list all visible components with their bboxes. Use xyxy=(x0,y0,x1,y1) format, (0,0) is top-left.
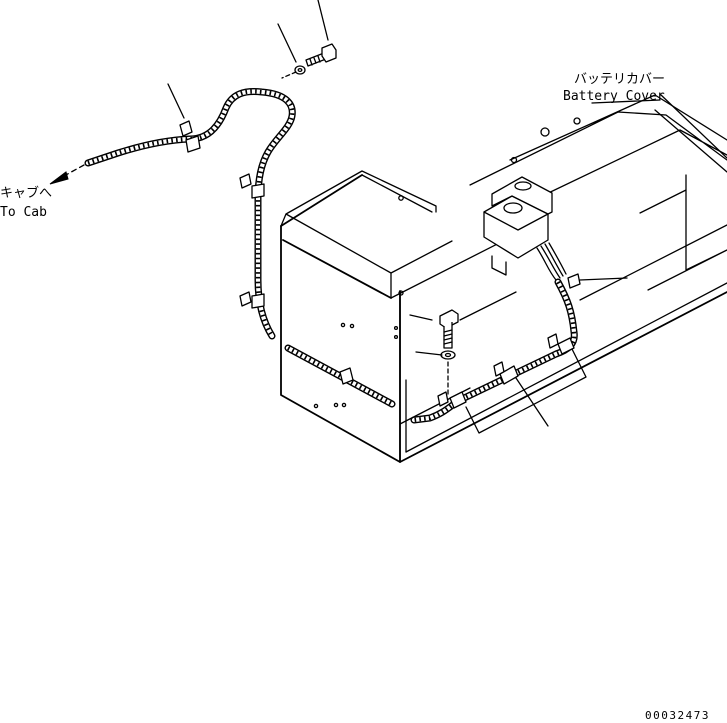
battery-box-top-left-edge xyxy=(280,174,363,227)
cab-harness-clip xyxy=(179,120,193,137)
box-hole xyxy=(398,290,404,296)
leader-terminal xyxy=(579,277,628,281)
leader-battery-cover xyxy=(591,99,661,104)
battery-cover-rim xyxy=(659,93,727,159)
center-bolt-head xyxy=(439,309,459,329)
battery-box-bottom-edge xyxy=(399,291,727,463)
battery-box-top-front-edge xyxy=(282,239,392,299)
cab-harness xyxy=(84,88,296,340)
center-bolt xyxy=(439,309,459,397)
top-washer-hole xyxy=(297,67,303,73)
to-cab-arrowhead xyxy=(49,171,69,185)
top-bolt-thread xyxy=(309,55,321,66)
battery-cover-rear-edge xyxy=(639,109,727,291)
cab-harness-clip xyxy=(239,291,252,307)
drawing-number: 00032473 xyxy=(645,709,710,722)
front-harness-clamp xyxy=(339,367,354,385)
leader-top-washer xyxy=(277,23,297,63)
harness-clip xyxy=(437,391,449,407)
leader-cab-clip xyxy=(167,83,185,119)
terminal-back xyxy=(491,176,553,215)
terminal-mount xyxy=(491,255,507,276)
cab-harness-sleeve xyxy=(251,293,265,309)
top-bolt-head xyxy=(321,43,337,63)
front-harness-tape xyxy=(287,346,393,406)
battery-cover-label-jp: バッテリカバー xyxy=(574,72,665,87)
to-cab-label-jp: キャブへ xyxy=(0,185,52,201)
cab-harness-sleeve xyxy=(185,135,201,153)
cover-hole xyxy=(540,127,550,137)
battery-box-vertical-right xyxy=(399,290,407,463)
top-bolt-axis xyxy=(281,71,297,79)
box-hole xyxy=(313,403,319,409)
box-hole xyxy=(341,402,347,408)
to-cab-label-en: To Cab xyxy=(0,205,47,220)
box-hole xyxy=(393,334,399,340)
cover-hole xyxy=(573,117,581,125)
cab-harness-clip xyxy=(239,173,252,189)
terminal-wires xyxy=(536,242,567,281)
harness-sleeve xyxy=(449,391,467,409)
leader-washer xyxy=(415,351,443,356)
battery-cover-panel xyxy=(469,94,727,198)
leader-harness-bracket xyxy=(515,377,549,427)
battery-box-right-face-top xyxy=(390,224,727,301)
harness-clip xyxy=(547,333,559,349)
battery-terminal-block xyxy=(483,176,567,281)
center-washer-hole xyxy=(444,352,452,358)
terminal-cap-rear xyxy=(514,181,532,191)
box-hole xyxy=(398,195,404,201)
center-washer xyxy=(440,350,456,360)
top-bolt xyxy=(281,43,337,79)
harness-sleeve xyxy=(557,337,575,355)
main-harness xyxy=(410,273,581,424)
battery-box-side-edge-1 xyxy=(405,282,727,453)
clamp-bracket xyxy=(465,348,587,434)
cover-hole xyxy=(510,156,518,164)
box-hole xyxy=(340,322,346,328)
leader-top-bolt xyxy=(317,0,329,41)
leader-bolt-short xyxy=(409,314,433,321)
box-hole xyxy=(333,402,339,408)
top-washer xyxy=(294,65,306,75)
cab-harness-sleeve xyxy=(251,183,265,199)
battery-cover-label-en: Battery Cover xyxy=(563,89,665,104)
leader-bolt xyxy=(459,291,517,321)
center-bolt-thread xyxy=(443,329,453,345)
front-harness xyxy=(284,344,396,408)
terminal-cap xyxy=(503,202,523,214)
harness-sleeve xyxy=(499,365,519,385)
box-hole xyxy=(349,323,355,329)
battery-box-lid-outline xyxy=(280,170,453,299)
box-hole xyxy=(393,325,399,331)
to-cab-direction-line xyxy=(63,164,85,177)
battery-box xyxy=(280,93,727,463)
battery-box-front-face xyxy=(280,225,401,463)
harness-clip xyxy=(567,273,581,289)
